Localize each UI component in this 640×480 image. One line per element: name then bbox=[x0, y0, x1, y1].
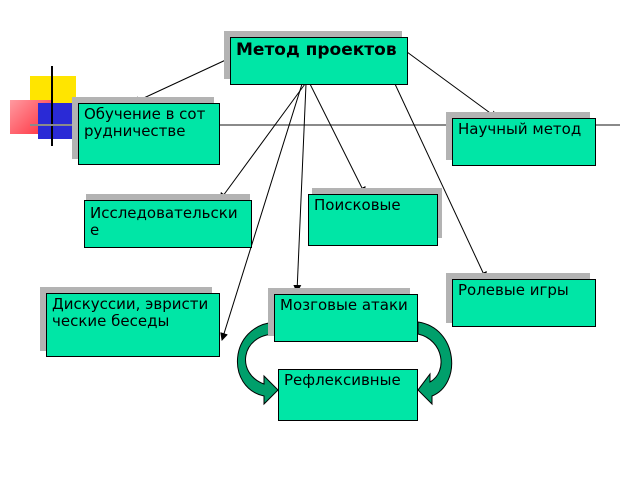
deco-blue-square bbox=[38, 103, 78, 139]
node-cooperation: Обучение в сотрудничестве bbox=[78, 103, 220, 165]
link-root-brainstorm bbox=[293, 83, 307, 293]
node-scientific: Научный метод bbox=[452, 118, 596, 166]
node-reflexive: Рефлексивные bbox=[278, 369, 418, 421]
link-root-discussions bbox=[220, 83, 303, 341]
cycle-arrow-right bbox=[417, 321, 453, 406]
node-root: Метод проектов bbox=[230, 37, 408, 85]
cycle-arrows bbox=[236, 321, 453, 406]
deco-vertical-line bbox=[51, 66, 53, 146]
link-root-scientific bbox=[406, 51, 498, 119]
node-brainstorm: Мозговые атаки bbox=[274, 294, 418, 342]
link-root-search bbox=[309, 83, 366, 195]
link-root-role bbox=[394, 83, 487, 280]
node-discussions: Дискуссии, эвристические беседы bbox=[46, 293, 220, 357]
link-root-research bbox=[219, 83, 306, 201]
link-root-cooperation bbox=[132, 57, 231, 104]
cycle-arrow-left bbox=[236, 321, 279, 406]
node-role: Ролевые игры bbox=[452, 279, 596, 327]
deco-horizontal-line bbox=[30, 124, 620, 126]
node-search: Поисковые bbox=[308, 194, 438, 246]
node-research: Исследовательские bbox=[84, 200, 252, 248]
